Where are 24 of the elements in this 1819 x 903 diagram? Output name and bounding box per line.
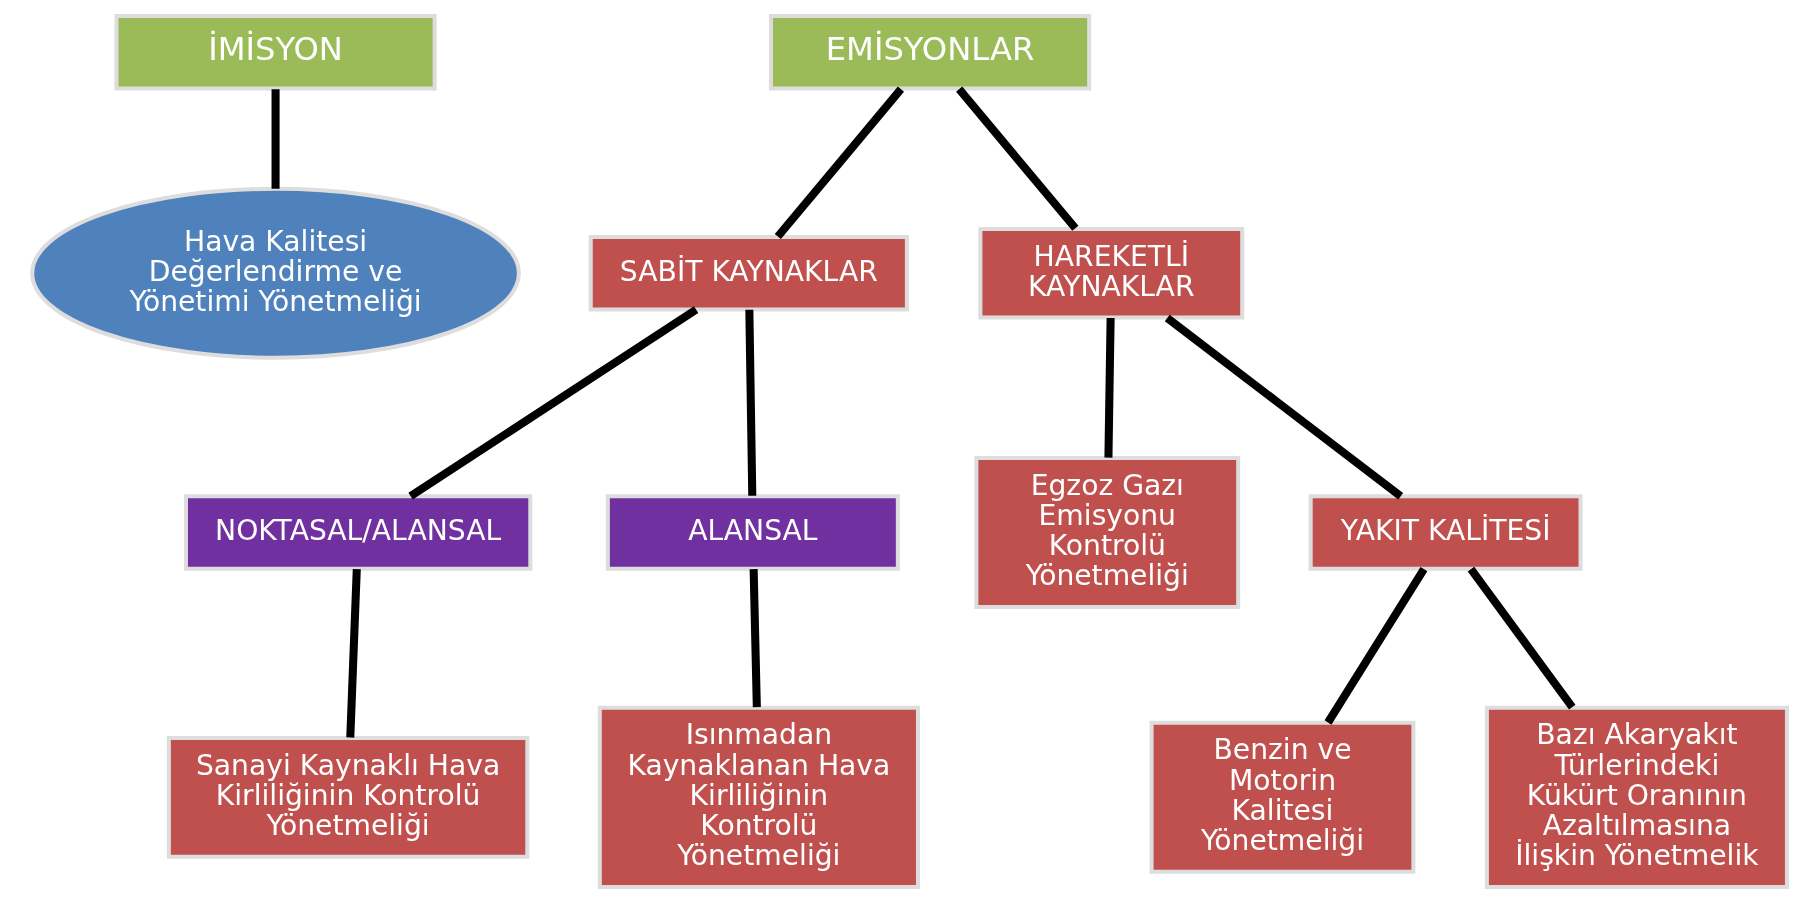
node-box: EMİSYONLAR	[768, 14, 1092, 91]
connector	[774, 86, 905, 240]
node-box: Egzoz Gazı Emisyonu Kontrolü Yönetmeliği	[974, 455, 1241, 610]
connector	[956, 86, 1079, 231]
connector	[346, 569, 361, 738]
connector	[408, 306, 699, 500]
node-ellipse: Hava Kalitesi Değerlendirme ve Yönetimi Yönetmeliği	[30, 186, 521, 360]
node-box: Benzin ve Motorin Kalitesi Yönetmeliği	[1149, 720, 1416, 874]
connector	[745, 309, 757, 496]
node-box: YAKIT KALİTESİ	[1308, 494, 1583, 571]
node-box: NOKTASAL/ALANSAL	[183, 494, 533, 571]
node-box: İMİSYON	[114, 14, 437, 91]
node-box: ALANSAL	[605, 494, 900, 571]
node-box: SABİT KAYNAKLAR	[588, 235, 909, 312]
node-box: Sanayi Kaynaklı Hava Kirliliğinin Kontrolü Yönetmeliği	[166, 735, 530, 859]
connector	[749, 569, 761, 708]
node-box: Bazı Akaryakıt Türlerindeki Kükürt Oranının Azaltılmasına İlişkin Yönetmelik	[1484, 705, 1789, 889]
node-box: Isınmadan Kaynaklanan Hava Kirliliğinin Kontrolü Yönetmeliği	[597, 705, 920, 889]
connector	[1324, 567, 1428, 725]
node-box: HAREKETLİ KAYNAKLAR	[978, 226, 1245, 320]
connector	[1467, 566, 1576, 710]
connector	[1164, 314, 1404, 500]
connector	[1104, 317, 1115, 458]
connector	[271, 89, 280, 189]
